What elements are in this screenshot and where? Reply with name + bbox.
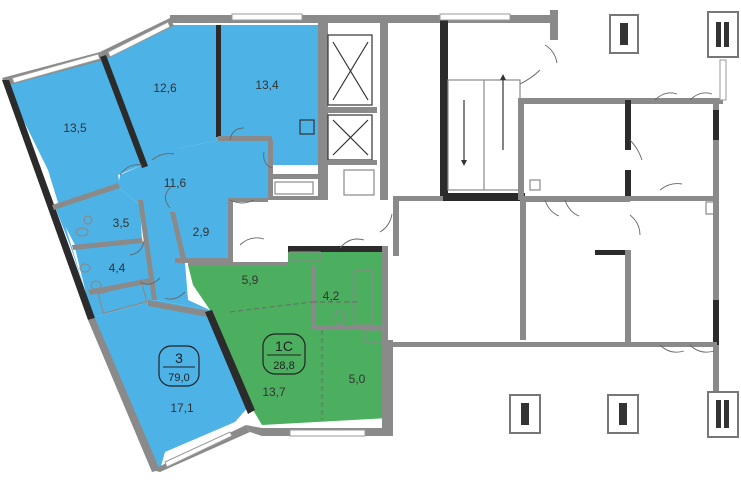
apt3-room-12-6-label: 12,6 <box>153 81 177 95</box>
stair-arrows <box>461 74 506 166</box>
apt3-room-13-4[interactable] <box>220 25 318 165</box>
apt3-badge: 3 79,0 <box>158 345 200 387</box>
apt3-room-2-9[interactable] <box>175 208 232 262</box>
apt3-hall-label: 11,6 <box>164 176 187 190</box>
apt3-room-2-9-label: 2,9 <box>193 225 210 239</box>
apt1c-living-label: 13,7 <box>262 385 286 399</box>
apt1c-kitchen-label: 5,0 <box>349 372 366 386</box>
apt1c-number: 1С <box>275 338 293 354</box>
apt3-room-4-4-label: 4,4 <box>109 261 126 275</box>
apt1c-total-area: 28,8 <box>273 360 294 372</box>
apt3-room-13-4-label: 13,4 <box>255 78 279 92</box>
walls <box>2 10 723 472</box>
doors <box>119 44 715 420</box>
apt3-room-13-5[interactable] <box>5 57 142 290</box>
windows <box>11 13 727 468</box>
apt3-room-3-5-label: 3,5 <box>113 216 130 230</box>
apt1c-badge: 1С 28,8 <box>262 333 306 375</box>
apt1c-bathroom-label: 4,2 <box>323 289 340 303</box>
apt3-room-17-1-label: 17,1 <box>170 401 194 415</box>
apt3-room-13-5-label: 13,5 <box>63 121 87 135</box>
fixtures <box>75 119 717 343</box>
apt3-number: 3 <box>175 350 183 366</box>
apt1c-hall-label: 5,9 <box>242 273 259 287</box>
elevator-shafts <box>332 41 369 156</box>
columns <box>509 11 739 438</box>
apt3-total-area: 79,0 <box>168 372 189 384</box>
apt3-room-4-4[interactable] <box>75 242 155 318</box>
